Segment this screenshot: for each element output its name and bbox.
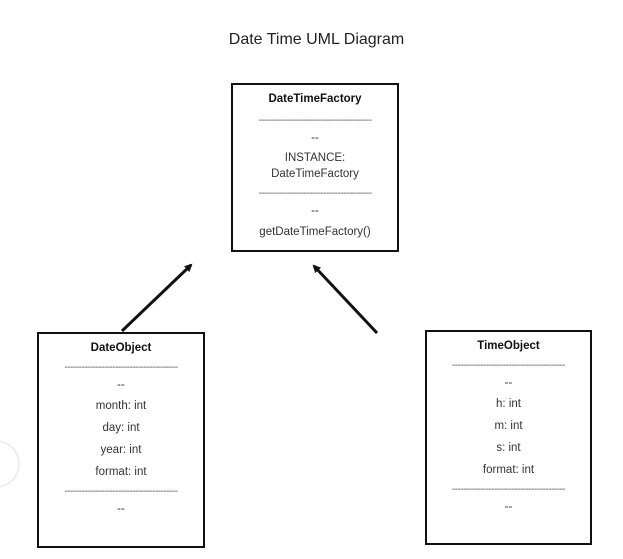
attribute: year: int <box>100 444 142 456</box>
attr-marker: -- <box>117 379 125 391</box>
diagram-title: Date Time UML Diagram <box>228 31 405 48</box>
attribute: INSTANCE: <box>284 152 346 164</box>
op-marker: -- <box>504 501 513 513</box>
time-to-factory-arrow <box>312 264 379 335</box>
attribute: day: int <box>102 422 140 434</box>
class-dateobject: DateObject -----------------------------… <box>37 332 205 548</box>
class-name: DateTimeFactory <box>268 93 362 105</box>
date-to-factory-arrow <box>120 263 193 333</box>
class-name: TimeObject <box>477 340 540 352</box>
separator: ---------------------------------------- <box>64 486 178 497</box>
op-marker: -- <box>117 503 125 515</box>
attr-marker: -- <box>311 132 319 144</box>
attribute: h: int <box>496 398 521 410</box>
class-datetimefactory: DateTimeFactory ------------------------… <box>231 83 399 252</box>
attribute: month: int <box>95 400 147 412</box>
class-name: DateObject <box>90 342 152 354</box>
attribute: format: int <box>95 466 147 478</box>
separator: ---------------------------------------- <box>258 115 372 126</box>
attribute: DateTimeFactory <box>271 168 359 180</box>
operation: getDateTimeFactory() <box>259 226 371 238</box>
separator: ---------------------------------------- <box>451 484 566 495</box>
op-marker: -- <box>311 205 319 217</box>
attr-marker: -- <box>504 377 513 389</box>
separator: ---------------------------------------- <box>451 360 566 371</box>
attribute: format: int <box>482 464 535 476</box>
attribute: m: int <box>494 420 523 432</box>
class-timeobject: TimeObject -----------------------------… <box>425 330 592 545</box>
separator: ---------------------------------------- <box>64 362 178 373</box>
attribute: s: int <box>496 442 521 454</box>
separator: ---------------------------------------- <box>258 188 372 199</box>
